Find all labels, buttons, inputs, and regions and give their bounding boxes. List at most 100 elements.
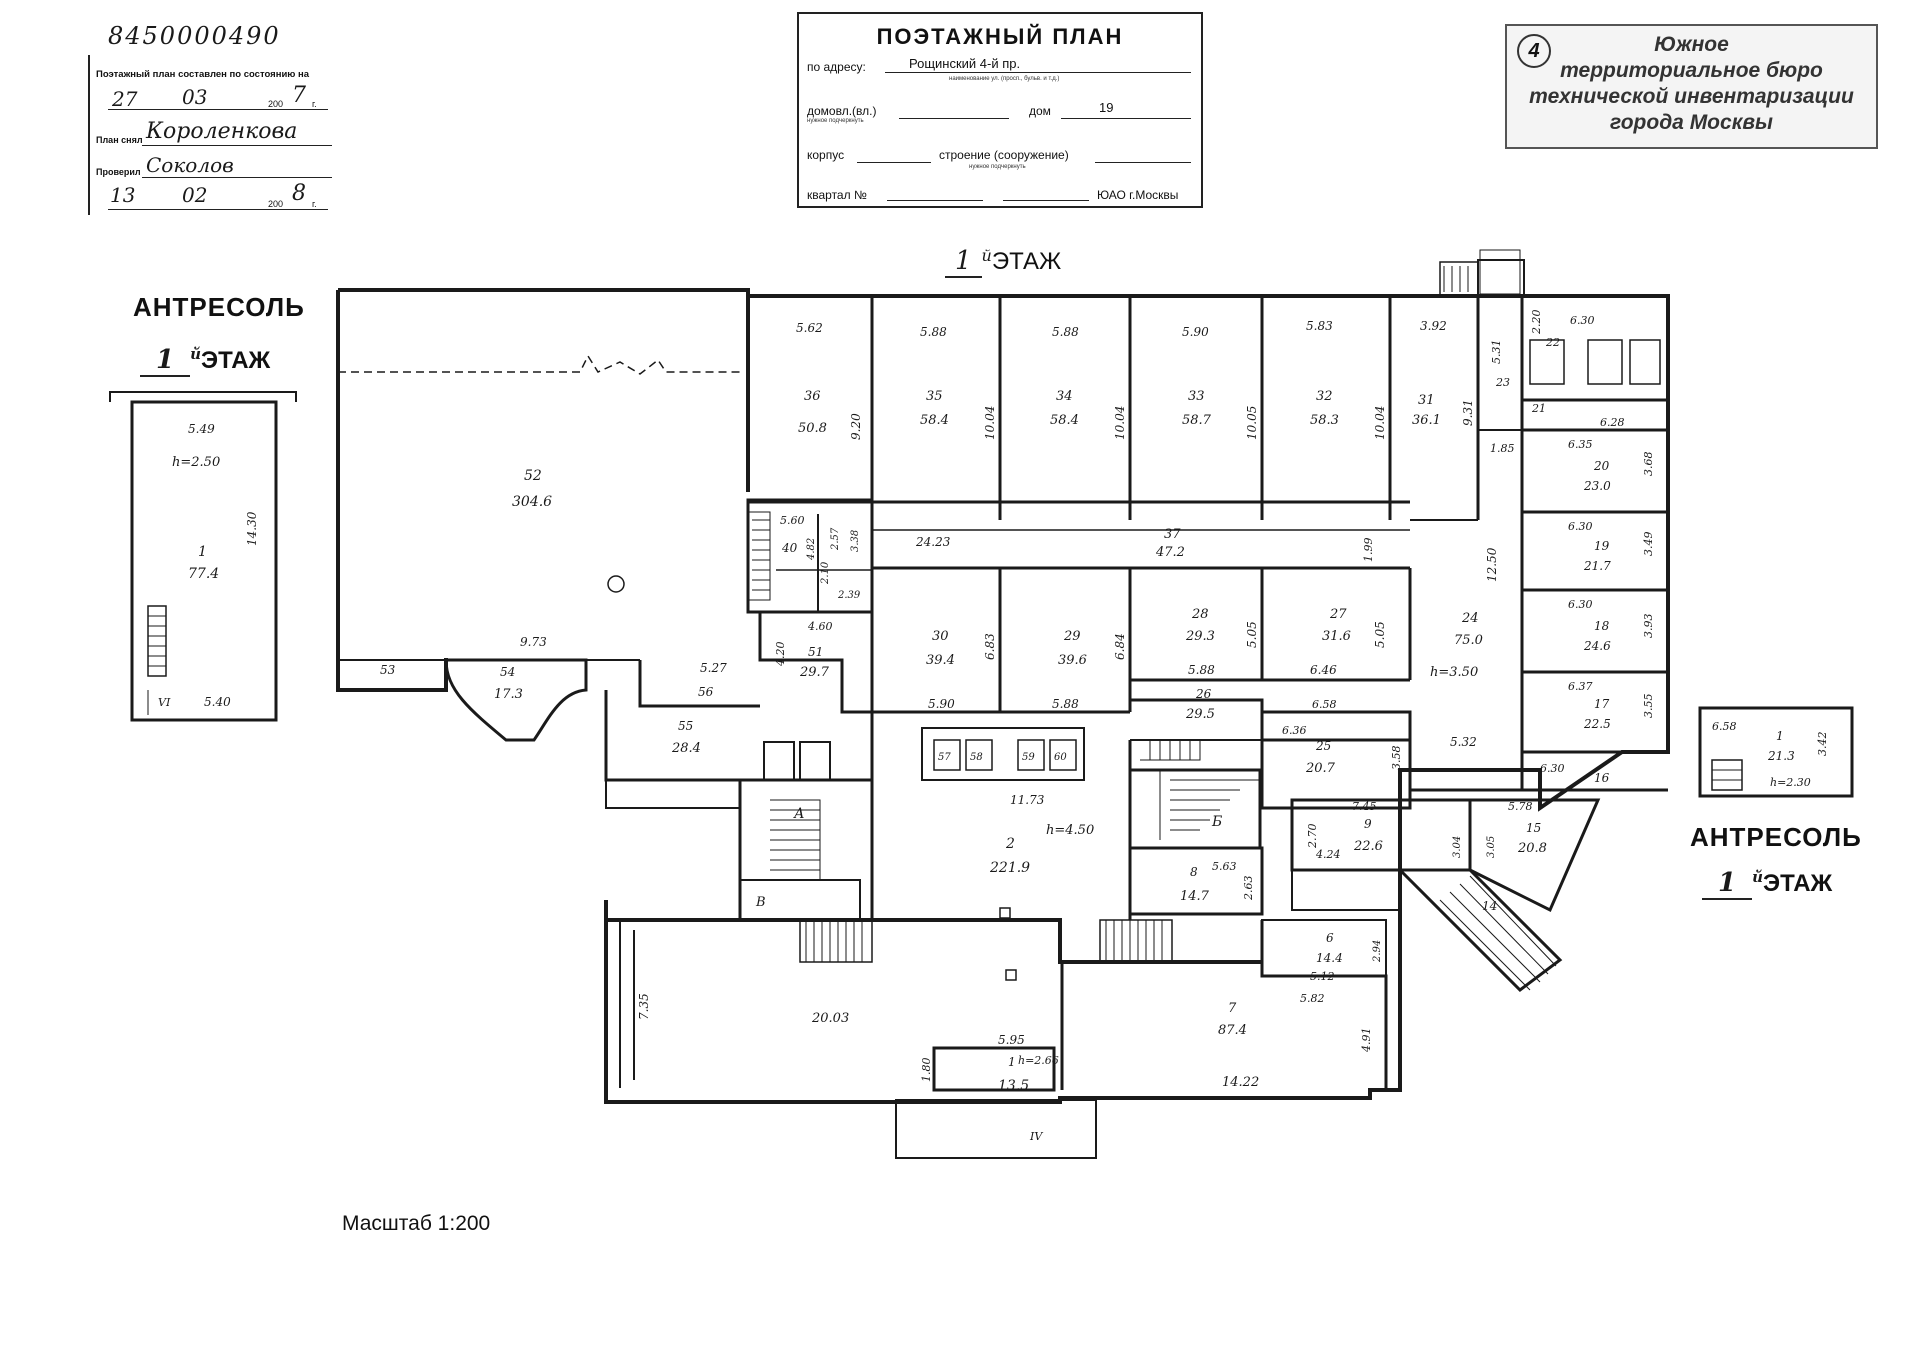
dim-label: 3.49 [1642,532,1655,557]
dim-label: 12.50 [1485,547,1499,582]
dim-label: 5.63 [1212,860,1237,873]
dim-label: 5.05 [1245,621,1259,648]
room-number: 31 [1418,393,1435,408]
dim-label: 3.04 [1452,836,1463,858]
dim-label: 5.88 [1188,663,1215,677]
stamp-date1-month: 03 [182,85,208,109]
dom-value: 19 [1099,100,1114,115]
dim-label: 2.63 [1242,876,1255,902]
room-number: 26 [1195,687,1212,701]
room-area: 14.4 [1316,951,1343,965]
bti-line: технической инвентаризации [1529,85,1854,108]
dim-label: 24.23 [915,535,951,549]
stamp-check-sign: Соколов [146,153,234,177]
room-number: 32 [1316,389,1333,404]
dim-label: 3.05 [1486,836,1497,858]
dim-label: 4.20 [774,642,787,668]
room-area: 39.4 [926,653,955,668]
room-area: 87.4 [1218,1023,1247,1038]
stamp-date1-year-prefix: 200 [268,99,284,109]
dim-label: 2.70 [1306,824,1319,850]
bti-line: территориальное бюро [1560,59,1823,82]
bti-number: 4 [1517,34,1551,68]
roman-label: IV [1029,1130,1043,1143]
room-area: 20.8 [1517,841,1547,856]
room-area: 28.4 [671,741,701,756]
dim-label: 5.82 [1300,992,1325,1005]
room-number: 54 [500,665,515,679]
dim-label: 9.20 [849,413,863,440]
room-area: 24.6 [1583,639,1611,653]
room-number: 19 [1594,539,1610,553]
room-number: 56 [698,685,714,699]
room-area: 29.3 [1185,629,1215,644]
room-area: 31.6 [1322,629,1351,644]
room-number: 33 [1188,389,1205,404]
dim-label: 20.03 [811,1011,849,1026]
dim-label: 11.73 [1010,793,1045,807]
dim-label: 6.36 [1282,724,1307,737]
dim-label: 4.91 [1360,1028,1373,1054]
room-number: 23 [1495,376,1510,389]
floor-title-main-suffix: й [981,246,992,265]
dim-label: 6.37 [1568,680,1593,693]
antresol-right-floor-number: 1 [1702,868,1753,900]
dim-label: 3.55 [1642,694,1655,719]
dim-label: 6.83 [983,633,997,660]
stamp-date1-year-suffix: г. [312,99,317,109]
plan-header: ПОЭТАЖНЫЙ ПЛАН по адресу: Рощинский 4-й … [797,12,1203,208]
room-area: 47.2 [1155,545,1185,560]
height-label: h=3.50 [1430,665,1478,680]
roman-label: VI [158,696,171,709]
dim-label: 5.62 [796,321,823,335]
dim-label: 6.46 [1310,663,1337,677]
dim-label: 3.42 [1816,732,1829,757]
room-letter: А [793,806,805,822]
antresol-left-floor-text: ЭТАЖ [201,347,271,374]
dim-label: 6.30 [1570,314,1595,327]
stroenie-hint: нужное подчеркнуть [969,164,1026,170]
stamp-date2-year-prefix: 200 [268,199,284,209]
dim-label: 6.58 [1712,720,1737,733]
room-number: 52 [524,468,542,484]
room-number: 60 [1054,752,1067,763]
dim-label: 3.92 [1420,319,1447,333]
room-number: 34 [1056,389,1073,404]
dim-label: 3.38 [850,530,861,552]
scale-label: Масштаб 1:200 [342,1212,491,1235]
height-label: h=2.30 [1770,776,1811,789]
address-value: Рощинский 4-й пр. [909,56,1021,71]
bti-line: Южное [1654,33,1729,56]
room-area: 14.7 [1180,889,1210,904]
dim-label: 5.12 [1310,970,1335,983]
room-number: 36 [804,389,821,404]
antresol-left-floor-number: 1 [140,345,191,377]
room-number: 9 [1364,817,1372,831]
domovl-hint: нужное подчеркнуть [807,118,864,124]
room-number: 8 [1190,865,1198,879]
room-area: 29.5 [1185,707,1215,722]
room-number: 21 [1531,402,1546,415]
room-area: 22.5 [1583,717,1611,731]
dim-label: 1.80 [920,1058,933,1083]
dim-label: 5.90 [928,697,955,711]
antresol-right-title: АНТРЕСОЛЬ [1690,822,1862,852]
stamp-plan-label: План снял [96,135,143,145]
room-area: 75.0 [1454,633,1483,648]
dim-label: 3.58 [1390,746,1403,771]
bti-stamp: 4 Южное территориальное бюро технической… [1505,24,1878,149]
room-area: 58.7 [1182,413,1212,428]
dim-label: 1.85 [1490,442,1515,455]
stamp-check-label: Проверил [96,167,141,177]
room-area: 304.6 [512,494,552,510]
dom-label: дом [1029,104,1051,118]
dim-label: 5.78 [1508,800,1533,813]
floor-title-main-text: ЭТАЖ [991,248,1062,275]
stroenie-label: строение (сооружение) [939,148,1069,162]
room-number: 15 [1526,821,1541,835]
room-number: 6 [1326,931,1334,945]
room-number: 20 [1593,459,1610,473]
dim-label: 5.32 [1450,735,1477,749]
stamp-date2-year-digit: 8 [292,181,306,206]
room-number: 28 [1191,607,1209,622]
